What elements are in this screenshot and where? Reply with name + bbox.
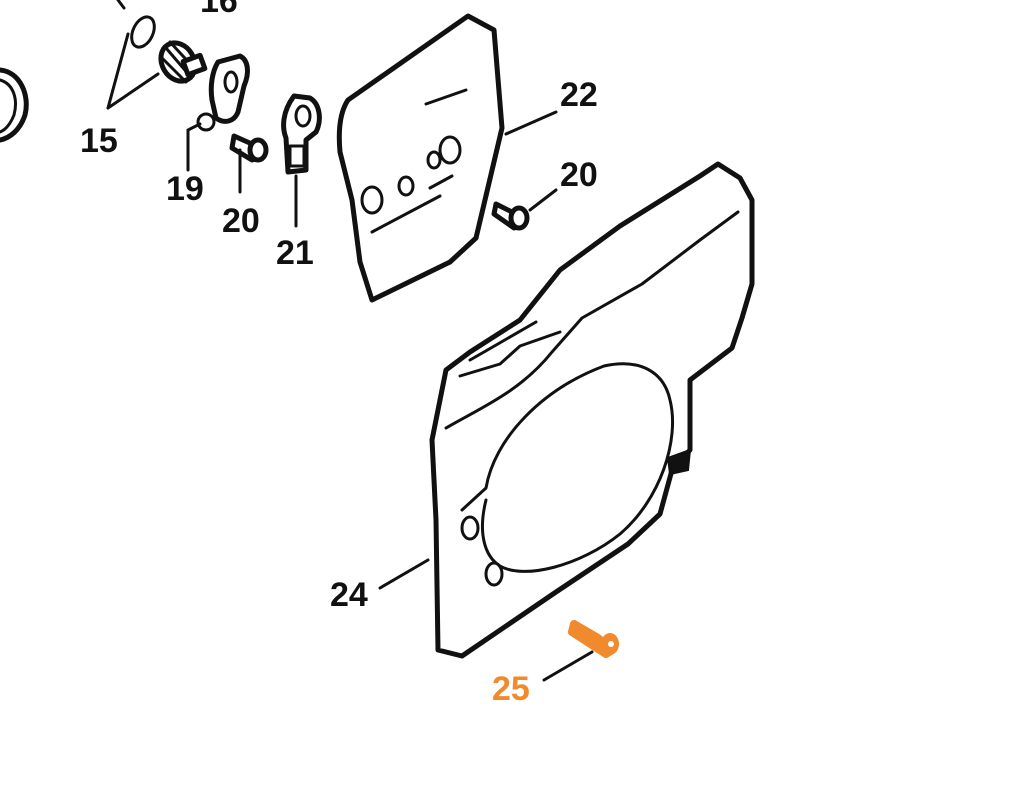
part-25-screw-highlighted [568,620,619,658]
callout-16: 16 [200,0,238,20]
callout-21: 21 [276,234,314,272]
callout-20-b: 20 [560,156,598,194]
part-22-guide-plate [336,13,505,303]
part-19-bracket [196,53,250,132]
callout-22: 22 [560,76,598,114]
part-20-screw-a [229,133,269,163]
callout-19: 19 [166,170,204,208]
part-24-cover [429,161,755,659]
callout-15: 15 [80,122,118,160]
partial-ring-part [0,67,29,143]
part-21-chain-catcher [281,93,322,175]
part-15-gear [158,40,208,84]
callout-24: 24 [330,576,368,614]
callout-25-highlighted: 25 [492,670,530,708]
leader-lines [106,32,594,682]
callout-20-a: 20 [222,202,260,240]
part-20-screw-b [491,201,530,231]
part-16-oring [116,0,156,49]
